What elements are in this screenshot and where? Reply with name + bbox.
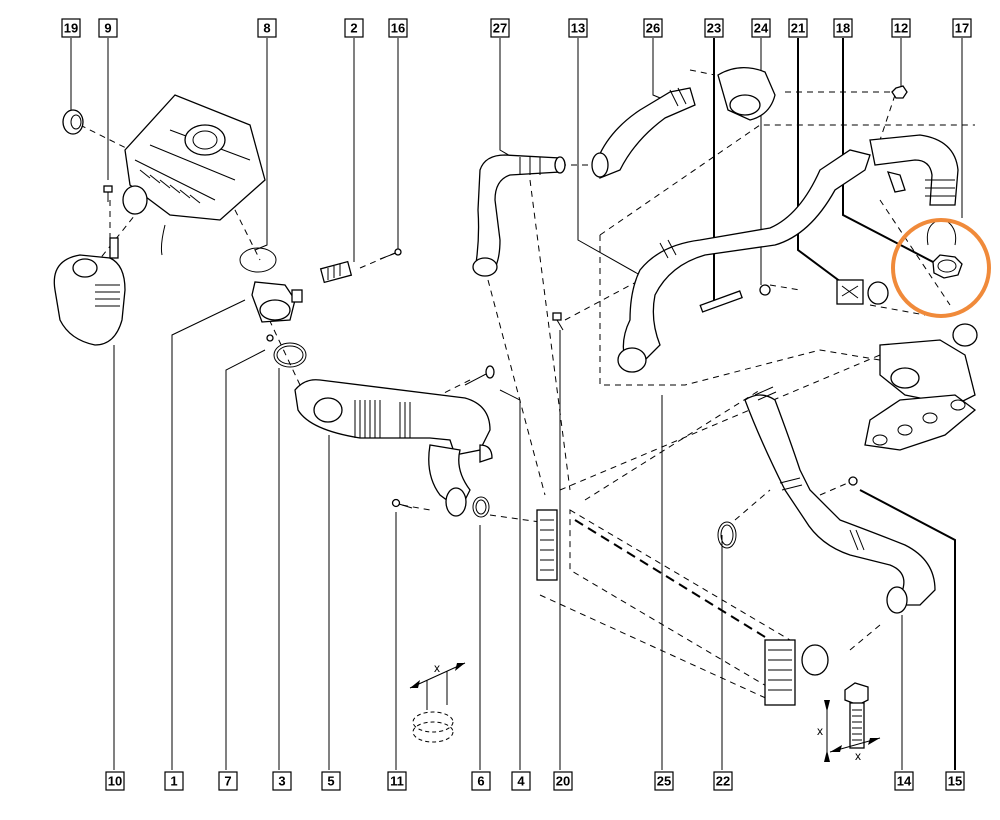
- part-6-o-ring[interactable]: [472, 496, 490, 518]
- svg-text:25: 25: [657, 774, 671, 789]
- part-2-sensor[interactable]: [319, 260, 353, 284]
- part-4-bolt[interactable]: [464, 365, 495, 386]
- part-18-elbow[interactable]: [869, 134, 959, 206]
- svg-text:26: 26: [646, 21, 660, 36]
- callout-18[interactable]: 18: [833, 18, 853, 38]
- air-filter-housing[interactable]: [122, 94, 266, 256]
- intercooler-left-tank: [536, 509, 558, 581]
- part-8-o-ring[interactable]: [239, 247, 277, 273]
- callout-5[interactable]: 5: [321, 771, 341, 791]
- svg-text:16: 16: [391, 21, 405, 36]
- bottom-callouts: 10 1 7 3 5 11 6 4 20 25 22 14 15: [105, 771, 965, 791]
- callout-26[interactable]: 26: [643, 18, 663, 38]
- callout-19[interactable]: 19: [61, 18, 81, 38]
- part-15-nut[interactable]: [848, 476, 858, 486]
- callout-14[interactable]: 14: [894, 771, 914, 791]
- turbocharger-manifold[interactable]: [864, 323, 978, 451]
- callout-2[interactable]: 2: [344, 18, 364, 38]
- part-17-clamp[interactable]: [926, 221, 963, 279]
- svg-text:3: 3: [278, 774, 285, 789]
- highlight-ring: [891, 218, 991, 318]
- callout-4[interactable]: 4: [511, 771, 531, 791]
- intercooler-fins: [574, 519, 766, 638]
- part-12-nut[interactable]: [891, 85, 908, 99]
- svg-text:9: 9: [104, 21, 111, 36]
- svg-text:7: 7: [224, 774, 231, 789]
- svg-text:20: 20: [556, 774, 570, 789]
- nut-dimension-label: x: [434, 661, 440, 675]
- part-26-hose[interactable]: [591, 87, 696, 179]
- assembly-dashed-lines: [79, 69, 975, 701]
- part-9-screw[interactable]: [103, 185, 113, 202]
- part-19-grommet[interactable]: [62, 109, 84, 135]
- callout-17[interactable]: 17: [952, 18, 972, 38]
- callout-10[interactable]: 10: [105, 771, 125, 791]
- part-23-stud[interactable]: [699, 290, 743, 313]
- svg-text:10: 10: [108, 774, 122, 789]
- intercooler-right-tank: [764, 639, 829, 706]
- callout-7[interactable]: 7: [218, 771, 238, 791]
- bolt-length-label: x: [817, 724, 823, 738]
- callout-16[interactable]: 16: [388, 18, 408, 38]
- part-25-intercooler[interactable]: [536, 509, 829, 706]
- bolt-diameter-label: x: [855, 749, 861, 763]
- svg-text:18: 18: [836, 21, 850, 36]
- callout-21[interactable]: 21: [788, 18, 808, 38]
- svg-text:12: 12: [894, 21, 908, 36]
- svg-text:14: 14: [897, 774, 912, 789]
- duct-bellows: [354, 400, 411, 438]
- callout-12[interactable]: 12: [891, 18, 911, 38]
- callout-8[interactable]: 8: [257, 18, 277, 38]
- part-11-bolt[interactable]: [391, 498, 413, 509]
- svg-text:24: 24: [754, 21, 769, 36]
- part-10-intake-duct[interactable]: [53, 237, 126, 346]
- svg-text:11: 11: [390, 774, 404, 789]
- part-20-bolt[interactable]: [552, 312, 564, 331]
- callout-25[interactable]: 25: [654, 771, 674, 791]
- nut-dimension-detail: x: [409, 661, 466, 743]
- callout-27[interactable]: 27: [490, 18, 510, 38]
- top-callouts: 19 9 8 2 16 27 13 26 23 24 21 18 12 17: [61, 18, 972, 38]
- part-13-hose[interactable]: [617, 149, 871, 373]
- callout-23[interactable]: 23: [704, 18, 724, 38]
- svg-text:1: 1: [170, 774, 177, 789]
- svg-text:13: 13: [571, 21, 585, 36]
- callout-13[interactable]: 13: [568, 18, 588, 38]
- part-22-clamp[interactable]: [717, 521, 737, 549]
- svg-text:19: 19: [64, 21, 78, 36]
- callout-15[interactable]: 15: [945, 771, 965, 791]
- svg-text:5: 5: [327, 774, 334, 789]
- part-21-actuator[interactable]: [836, 279, 889, 305]
- svg-text:17: 17: [955, 21, 969, 36]
- top-leader-lines: [70, 38, 963, 300]
- svg-text:2: 2: [350, 21, 357, 36]
- svg-text:22: 22: [716, 774, 730, 789]
- svg-text:4: 4: [517, 774, 525, 789]
- part-16-screw[interactable]: [379, 248, 402, 260]
- svg-text:6: 6: [477, 774, 484, 789]
- svg-text:15: 15: [948, 774, 962, 789]
- callout-9[interactable]: 9: [98, 18, 118, 38]
- callout-24[interactable]: 24: [751, 18, 771, 38]
- callout-3[interactable]: 3: [272, 771, 292, 791]
- callout-6[interactable]: 6: [471, 771, 491, 791]
- callout-11[interactable]: 11: [387, 771, 407, 791]
- svg-text:21: 21: [791, 21, 805, 36]
- part-7-screw[interactable]: [266, 334, 274, 342]
- bolt-dimension-detail: x x: [817, 682, 881, 763]
- turbo-inlet-elbow[interactable]: [717, 67, 776, 121]
- part-1-maf-sensor[interactable]: [251, 281, 303, 323]
- callout-22[interactable]: 22: [713, 771, 733, 791]
- svg-text:27: 27: [493, 21, 507, 36]
- callout-1[interactable]: 1: [164, 771, 184, 791]
- housing-ribs: [139, 169, 201, 204]
- part-27-hose[interactable]: [472, 154, 566, 277]
- part-3-clamp[interactable]: [273, 342, 307, 368]
- svg-text:8: 8: [263, 21, 270, 36]
- svg-text:23: 23: [707, 21, 721, 36]
- part-5-air-duct[interactable]: [294, 379, 493, 517]
- callout-20[interactable]: 20: [553, 771, 573, 791]
- part-14-outlet-hose[interactable]: [744, 386, 936, 614]
- part-24-clip-nut[interactable]: [759, 284, 771, 296]
